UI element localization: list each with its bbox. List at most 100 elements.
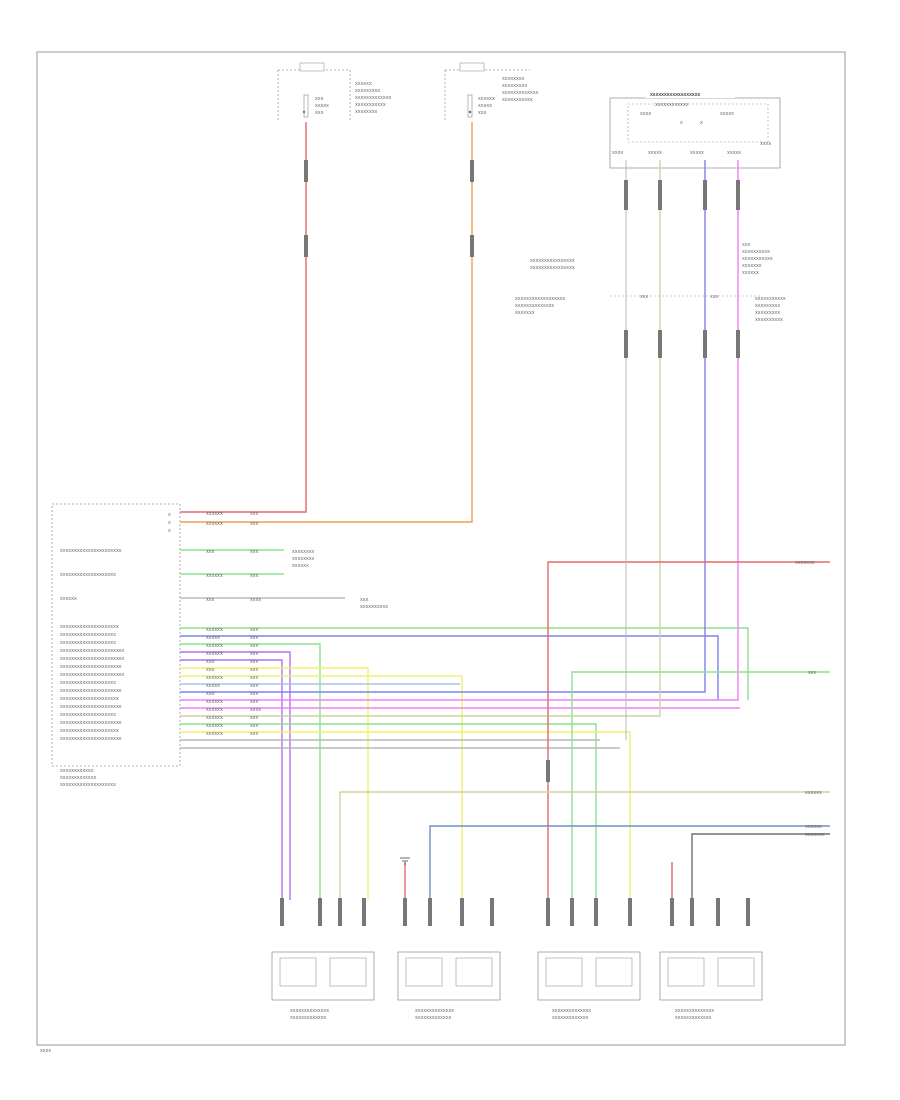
svg-text:XXXXXXXXXXXXXXXXXXXXXX: XXXXXXXXXXXXXXXXXXXXXX: [60, 720, 122, 725]
svg-text:XXXXXXXXXXXXXXXXXXXX: XXXXXXXXXXXXXXXXXXXX: [60, 572, 116, 577]
svg-text:XXX: XXX: [250, 731, 259, 736]
svg-text:XXXXXXXXXXXXXX: XXXXXXXXXXXXXX: [290, 1008, 329, 1013]
svg-text:XXXXXXXXXXXXX: XXXXXXXXXXXXX: [502, 90, 539, 95]
motor-block-3: XXXXXXXXXXXXXX XXXXXXXXXXXXX: [537, 898, 641, 1020]
svg-text:XXXXXXXXXX: XXXXXXXXXX: [742, 249, 770, 254]
svg-text:XXXXXXXXXXXXXXXXXXXXX: XXXXXXXXXXXXXXXXXXXXX: [60, 728, 119, 733]
svg-text:XXXXXXXXXXX: XXXXXXXXXXX: [755, 296, 786, 301]
svg-text:XXXXXX: XXXXXX: [206, 715, 223, 720]
svg-text:XXXXXX: XXXXXX: [206, 521, 223, 526]
svg-text:XXXXXXXXXXXX: XXXXXXXXXXXX: [60, 768, 94, 773]
svg-text:XXXXXXXXXX: XXXXXXXXXX: [755, 317, 783, 322]
svg-text:XXXXXXXXXXXXXX: XXXXXXXXXXXXXX: [515, 303, 554, 308]
svg-text:XXXXX: XXXXX: [648, 150, 662, 155]
svg-text:XXX: XXX: [250, 699, 259, 704]
svg-text:XXXX: XXXX: [760, 141, 771, 146]
svg-text:X: X: [700, 120, 703, 125]
svg-text:XXXXXXX: XXXXXXX: [795, 560, 815, 565]
wires: [180, 122, 830, 900]
svg-text:XXXXXXX: XXXXXXX: [805, 832, 825, 837]
svg-text:XXXXX: XXXXX: [206, 635, 220, 640]
svg-text:XXXXXXXXX: XXXXXXXXX: [502, 83, 527, 88]
svg-text:XXXXXXXX: XXXXXXXX: [502, 76, 525, 81]
svg-text:XXXXXX: XXXXXX: [206, 573, 223, 578]
svg-text:XXX: XXX: [250, 573, 259, 578]
ground-symbol: [400, 857, 410, 865]
fuse-block-b: XXXXXXXX XXXXXXXXX XXXXXXXXXXXXX XXXXXXX…: [444, 62, 539, 122]
svg-text:XXXXX: XXXXX: [206, 683, 220, 688]
svg-text:XXX: XXX: [360, 597, 369, 602]
svg-text:XXXXXXXX: XXXXXXXX: [292, 556, 315, 561]
svg-text:XXX: XXX: [250, 715, 259, 720]
svg-text:XXXXXXXXXX: XXXXXXXXXX: [360, 604, 388, 609]
svg-text:X: X: [168, 520, 171, 525]
svg-text:XXXXXXXXXXXXXXXXXXXXXXX: XXXXXXXXXXXXXXXXXXXXXXX: [60, 648, 124, 653]
svg-text:XXXXXXXXXXXXXXXXXXXXXX: XXXXXXXXXXXXXXXXXXXXXX: [60, 548, 122, 553]
svg-text:XXXXXX: XXXXXX: [206, 627, 223, 632]
svg-text:XXXXXX: XXXXXX: [60, 596, 77, 601]
svg-text:XXXXXXXXX: XXXXXXXXX: [755, 303, 780, 308]
svg-text:XXX: XXX: [250, 651, 259, 656]
inline-connectors-upper: [304, 160, 740, 782]
svg-text:XXX: XXX: [250, 521, 259, 526]
seat-switch-module: XXXXXXXXXXXXXXXXXX XXXXXXXXXXXX XXXX XXX…: [609, 90, 781, 169]
svg-text:XXXXXXXXXXXXXXXXXXXXXX: XXXXXXXXXXXXXXXXXXXXXX: [60, 688, 122, 693]
svg-text:XXXXXX: XXXXXX: [206, 651, 223, 656]
svg-text:XXXXXXXXXXXXXXXXXX: XXXXXXXXXXXXXXXXXX: [650, 92, 700, 97]
svg-text:XXX: XXX: [206, 667, 215, 672]
svg-text:XXXXXX: XXXXXX: [292, 563, 309, 568]
svg-text:X: X: [168, 528, 171, 533]
svg-text:XXXX: XXXX: [250, 597, 261, 602]
svg-text:XXXXXX: XXXXXX: [206, 731, 223, 736]
svg-text:XXXXXXXXXXXXXXXXXXXXXX: XXXXXXXXXXXXXXXXXXXXXX: [60, 736, 122, 741]
svg-text:XXXXXXXXXXXXXXXXXXXX: XXXXXXXXXXXXXXXXXXXX: [60, 680, 116, 685]
svg-text:XXX: XXX: [640, 294, 649, 299]
svg-text:XXXXXXXXXXXXXXXXXXXX: XXXXXXXXXXXXXXXXXXXX: [60, 640, 116, 645]
svg-text:XXXXXXXXXXXX: XXXXXXXXXXXX: [655, 102, 689, 107]
svg-text:XXXXXXX: XXXXXXX: [742, 263, 762, 268]
svg-text:XXXXXXXXXXXXXXXXXXXX: XXXXXXXXXXXXXXXXXXXX: [60, 632, 116, 637]
svg-text:XXXXX: XXXXX: [727, 150, 741, 155]
svg-text:XXXXXX: XXXXXX: [805, 790, 822, 795]
svg-text:XXXXXXXXXXXXX: XXXXXXXXXXXXX: [355, 95, 392, 100]
svg-text:XXX: XXX: [478, 110, 487, 115]
svg-text:XXXXXXXXXXX: XXXXXXXXXXX: [742, 256, 773, 261]
svg-text:XXX: XXX: [250, 667, 259, 672]
svg-text:XXX: XXX: [315, 96, 324, 101]
svg-text:XXX: XXX: [315, 110, 324, 115]
svg-text:XXXX: XXXX: [640, 111, 651, 116]
svg-text:X: X: [680, 120, 683, 125]
svg-text:X: X: [168, 512, 171, 517]
svg-text:XXXXX: XXXXX: [478, 103, 492, 108]
svg-text:XXX: XXX: [250, 683, 259, 688]
svg-text:XXXXXXXXXXXXXX: XXXXXXXXXXXXXX: [415, 1008, 454, 1013]
svg-text:XXX: XXX: [250, 691, 259, 696]
svg-text:XXXX: XXXX: [612, 150, 623, 155]
svg-text:XXXXXX: XXXXXX: [206, 643, 223, 648]
svg-text:XXXXXX: XXXXXX: [742, 270, 759, 275]
svg-text:XXXXXXXX: XXXXXXXX: [355, 109, 378, 114]
svg-text:XXXXXXXXXXXXXXXXXXXX: XXXXXXXXXXXXXXXXXXXX: [60, 712, 116, 717]
svg-text:XXXXXX: XXXXXX: [355, 81, 372, 86]
page-footer: XXXX: [40, 1048, 51, 1053]
svg-text:XXX: XXX: [250, 723, 259, 728]
svg-text:XXX: XXX: [250, 511, 259, 516]
svg-text:XXXXXXXXXXXXXX: XXXXXXXXXXXXXX: [552, 1008, 591, 1013]
svg-text:XXXXXXXXXXXXXXXXXXXXXXX: XXXXXXXXXXXXXXXXXXXXXXX: [60, 656, 124, 661]
svg-text:XXXXXXXX: XXXXXXXX: [292, 549, 315, 554]
svg-text:XXX: XXX: [250, 675, 259, 680]
svg-text:XXX: XXX: [710, 294, 719, 299]
svg-text:XXXXXXXXXXX: XXXXXXXXXXX: [502, 97, 533, 102]
svg-text:XXXXXXXXXXXXXXXXXX: XXXXXXXXXXXXXXXXXX: [515, 296, 565, 301]
svg-text:XXXXXX: XXXXXX: [805, 824, 822, 829]
svg-text:XXXXXXXXXXXXXXXXXXXXX: XXXXXXXXXXXXXXXXXXXXX: [60, 696, 119, 701]
svg-text:XXX: XXX: [250, 643, 259, 648]
svg-text:XXXXXXXXXXXXXXXXXXXXXXX: XXXXXXXXXXXXXXXXXXXXXXX: [60, 672, 124, 677]
harness-labels: XXXXXXXXXXXXXXXX XXXXXXXXXXXXXXXX XXXXXX…: [515, 242, 786, 322]
svg-text:XXX: XXX: [808, 670, 817, 675]
svg-text:XXXXX: XXXXX: [690, 150, 704, 155]
svg-text:XXXXXXXXXXXXXXXXXXXXXX: XXXXXXXXXXXXXXXXXXXXXX: [60, 664, 122, 669]
svg-text:XXX: XXX: [206, 691, 215, 696]
